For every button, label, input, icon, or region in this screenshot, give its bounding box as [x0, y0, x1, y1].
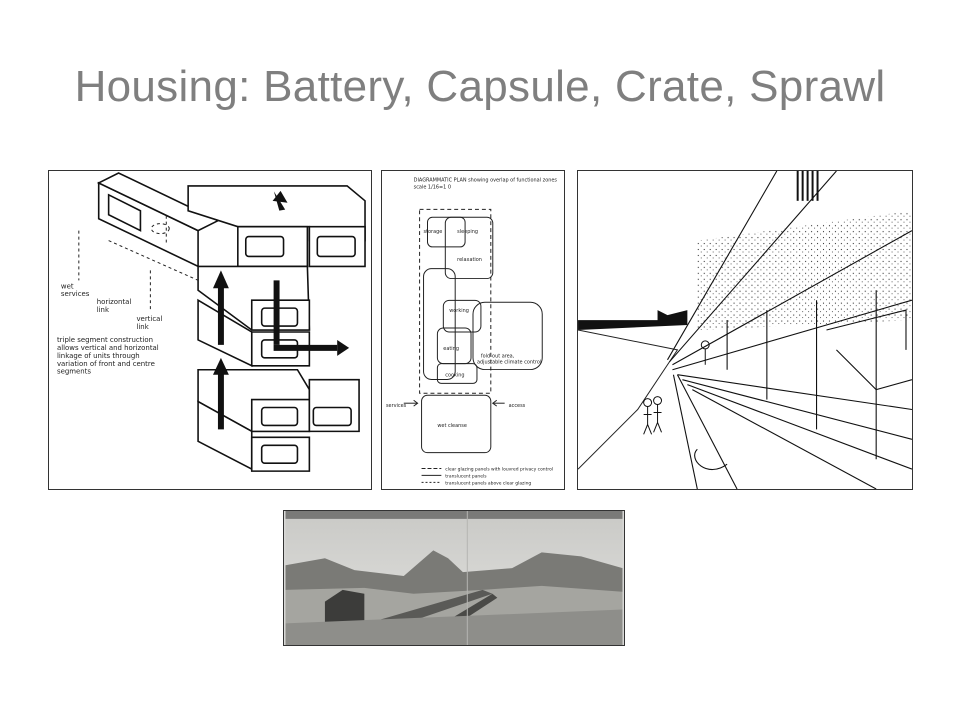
svg-text:storage: storage: [424, 229, 443, 235]
svg-text:services: services: [386, 403, 407, 409]
capsule-units-svg: wet services horizontal link vertical li…: [57, 172, 366, 472]
svg-text:access: access: [509, 403, 526, 409]
svg-text:wet cleanse: wet cleanse: [437, 423, 466, 429]
svg-text:eating: eating: [443, 346, 459, 352]
diagrammatic-plan-drawing: DIAGRAMMATIC PLAN showing overlap of fun…: [381, 170, 565, 490]
wet-services-label: wet: [61, 282, 74, 290]
svg-text:adjustable climate control: adjustable climate control: [477, 360, 541, 366]
svg-text:fold-out area,: fold-out area,: [481, 354, 515, 360]
svg-text:clear glazing panels with louv: clear glazing panels with louvred privac…: [445, 466, 553, 472]
svg-text:translucent panels above clear: translucent panels above clear glazing: [445, 480, 531, 486]
plan-scale: scale 1/16=1 0: [414, 185, 451, 191]
landscape-photo-svg: [285, 511, 623, 645]
svg-text:relaxation: relaxation: [457, 257, 482, 263]
linear-city-svg: [578, 171, 912, 489]
landscape-panorama-photo: [283, 510, 625, 646]
svg-text:cooking: cooking: [445, 372, 464, 378]
vertical-link-label: vertical: [136, 315, 162, 323]
svg-text:translucent panels: translucent panels: [445, 473, 487, 479]
linear-city-perspective-sketch: [577, 170, 913, 490]
svg-text:services: services: [61, 290, 90, 298]
diagrammatic-plan-svg: DIAGRAMMATIC PLAN showing overlap of fun…: [386, 178, 558, 487]
svg-text:allows vertical and horizontal: allows vertical and horizontal: [57, 344, 159, 352]
svg-text:segments: segments: [57, 368, 91, 376]
plan-header: DIAGRAMMATIC PLAN showing overlap of fun…: [414, 178, 558, 184]
svg-text:working: working: [449, 308, 469, 314]
svg-text:link: link: [97, 306, 109, 314]
capsule-units-axonometric-drawing: wet services horizontal link vertical li…: [48, 170, 372, 490]
svg-text:variation of front and centre: variation of front and centre: [57, 360, 155, 368]
svg-text:sleeping: sleeping: [457, 229, 478, 235]
horizontal-link-label: horizontal: [97, 298, 132, 306]
svg-text:link: link: [136, 323, 148, 331]
svg-text:linkage of units through: linkage of units through: [57, 352, 140, 360]
construction-note: triple segment construction: [57, 336, 153, 344]
slide-title: Housing: Battery, Capsule, Crate, Sprawl: [74, 62, 886, 111]
